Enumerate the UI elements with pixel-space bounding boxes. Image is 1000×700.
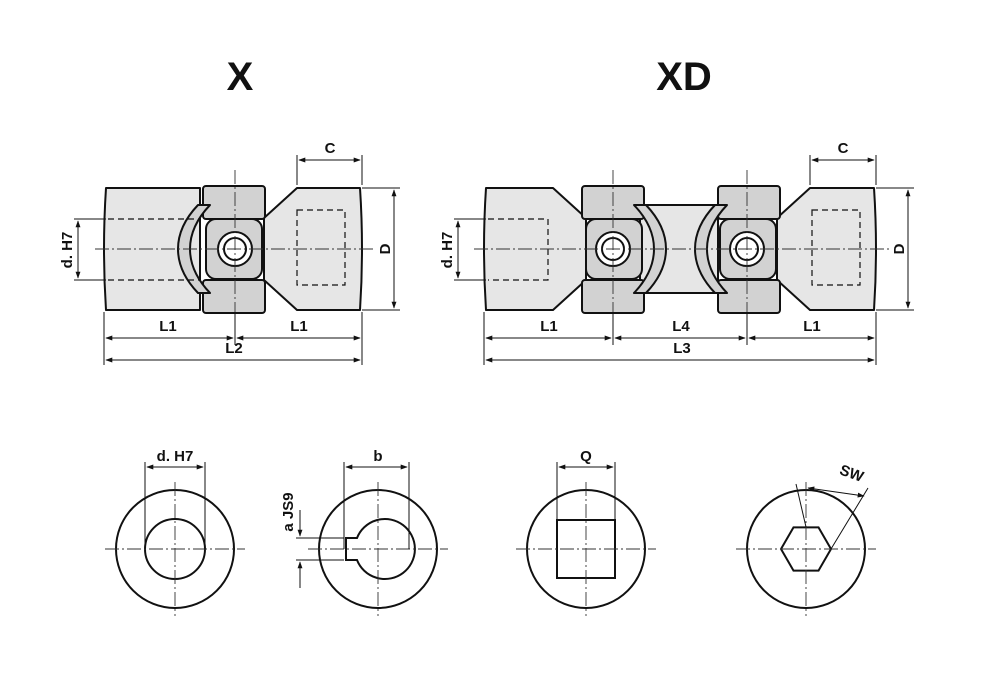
section-hex: SW [736, 462, 876, 616]
x-fork [177, 204, 211, 294]
sec-dim-keyway-width: b [373, 448, 382, 465]
xd-dim-l3: L3 [673, 340, 691, 357]
xd-right-bore [811, 209, 861, 286]
title-xd: XD [656, 55, 712, 99]
xd-dim-l1-left: L1 [540, 318, 558, 335]
xd-yoke2-top [717, 185, 781, 220]
section-keyway: b a JS9 [280, 448, 448, 616]
xd-dim-bore: d. H7 [439, 232, 456, 269]
sec-dim-square: Q [580, 448, 592, 465]
x-dim-d: D [377, 243, 394, 254]
xd-dim-d: D [891, 243, 908, 254]
joint-x: C D d. H7 L1 L1 L2 [59, 140, 400, 365]
x-right-bore [296, 209, 346, 286]
x-dim-bore: d. H7 [59, 232, 76, 269]
section-square: Q [516, 448, 656, 616]
xd-fork1 [633, 204, 667, 294]
sec-dim-bore: d. H7 [157, 448, 194, 465]
xd-dim-l4: L4 [672, 318, 690, 335]
xd-dim-c: C [838, 140, 849, 157]
x-dim-l1-left: L1 [159, 318, 177, 335]
xd-left-bore [488, 218, 549, 281]
x-yoke-top [202, 185, 266, 220]
x-dim-c: C [325, 140, 336, 157]
joint-xd: C D d. H7 L1 L4 L1 L3 [439, 140, 914, 365]
xd-dim-l1-right: L1 [803, 318, 821, 335]
x-right-hub [263, 187, 363, 311]
sec-dim-keyway-depth: a JS9 [280, 492, 297, 531]
title-x: X [227, 55, 254, 99]
x-yoke-bottom [202, 279, 266, 314]
sec-dim-hex: SW [837, 462, 866, 487]
x-left-bore [108, 218, 200, 281]
xd-fork2 [694, 204, 728, 294]
section-round-bore: d. H7 [105, 448, 245, 616]
xd-yoke2-bottom [717, 279, 781, 314]
x-dim-l2: L2 [225, 340, 243, 357]
x-dim-l1-right: L1 [290, 318, 308, 335]
